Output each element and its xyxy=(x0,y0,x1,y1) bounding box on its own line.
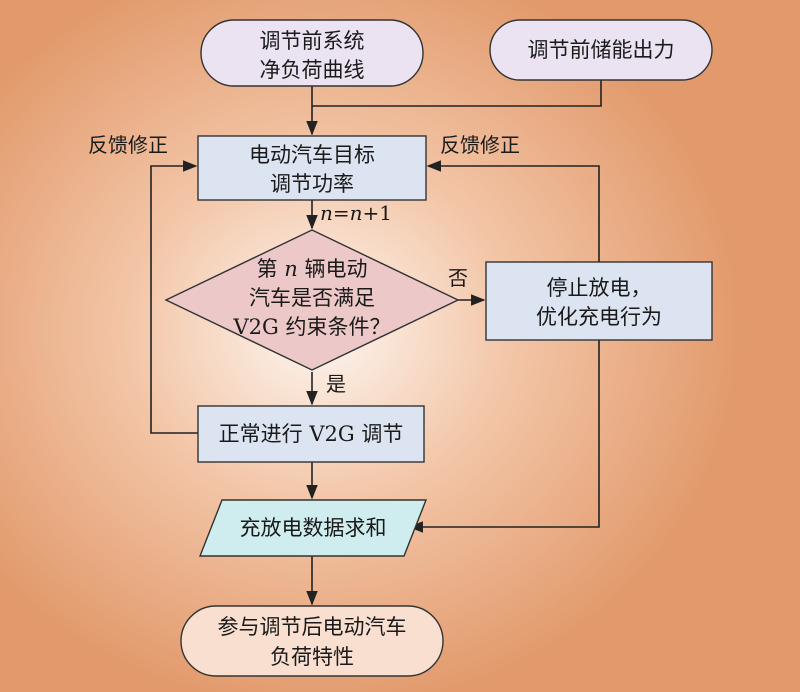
counter-label: n=n+1 xyxy=(320,201,392,225)
edge-feedback-left xyxy=(150,160,198,434)
feedback-right-label: 反馈修正 xyxy=(440,133,520,157)
counter-plus: +1 xyxy=(363,201,392,225)
ev-target-shape xyxy=(197,135,427,201)
node-decision: 第 n 辆电动 汽车是否满足 V2G 约束条件？ xyxy=(164,229,460,371)
counter-n2: n xyxy=(350,201,363,225)
end-line1: 参与调节后电动汽车 xyxy=(218,615,407,639)
counter-eq: = xyxy=(333,201,350,225)
node-sum: 充放电数据求和 xyxy=(198,499,428,557)
start-storage-shape xyxy=(489,19,713,81)
node-start-storage: 调节前储能出力 xyxy=(489,19,713,81)
stop-shape xyxy=(485,261,713,341)
node-stop: 停止放电， 优化充电行为 xyxy=(485,261,713,341)
decision-line2: 汽车是否满足 xyxy=(249,286,375,310)
ev-target-line2: 调节功率 xyxy=(270,172,354,196)
yes-label: 是 xyxy=(326,372,346,396)
decision-line3: V2G 约束条件？ xyxy=(233,315,391,339)
decision-line1-n: n xyxy=(284,257,298,281)
node-ev-target: 电动汽车目标 调节功率 xyxy=(197,135,427,201)
end-shape xyxy=(180,605,444,677)
start-load-line2: 净负荷曲线 xyxy=(260,58,365,82)
counter-n1: n xyxy=(320,201,333,225)
decision-line1: 第 n 辆电动 xyxy=(257,257,368,281)
decision-line1-b: 辆电动 xyxy=(298,257,368,281)
start-load-shape xyxy=(200,19,424,87)
stop-line1: 停止放电， xyxy=(547,276,652,300)
decision-line1-a: 第 xyxy=(257,257,285,281)
edge-storage-merge xyxy=(312,80,602,107)
feedback-left-label: 反馈修正 xyxy=(88,133,168,157)
start-load-line1: 调节前系统 xyxy=(260,29,365,53)
normal-shape xyxy=(197,405,425,463)
edge-stop-to-sum xyxy=(408,344,600,533)
start-storage-line1: 调节前储能出力 xyxy=(528,38,675,62)
node-end: 参与调节后电动汽车 负荷特性 xyxy=(180,605,444,677)
normal-line1: 正常进行 V2G 调节 xyxy=(219,422,404,446)
end-line2: 负荷特性 xyxy=(270,645,354,669)
sum-line1: 充放电数据求和 xyxy=(240,516,387,540)
stop-line2: 优化充电行为 xyxy=(536,305,662,329)
node-normal: 正常进行 V2G 调节 xyxy=(197,405,425,463)
decision-shape xyxy=(164,229,460,371)
sum-shape xyxy=(198,499,428,557)
node-start-load: 调节前系统 净负荷曲线 xyxy=(200,19,424,87)
no-label: 否 xyxy=(448,266,468,290)
ev-target-line1: 电动汽车目标 xyxy=(249,143,375,167)
connectors xyxy=(150,80,602,606)
